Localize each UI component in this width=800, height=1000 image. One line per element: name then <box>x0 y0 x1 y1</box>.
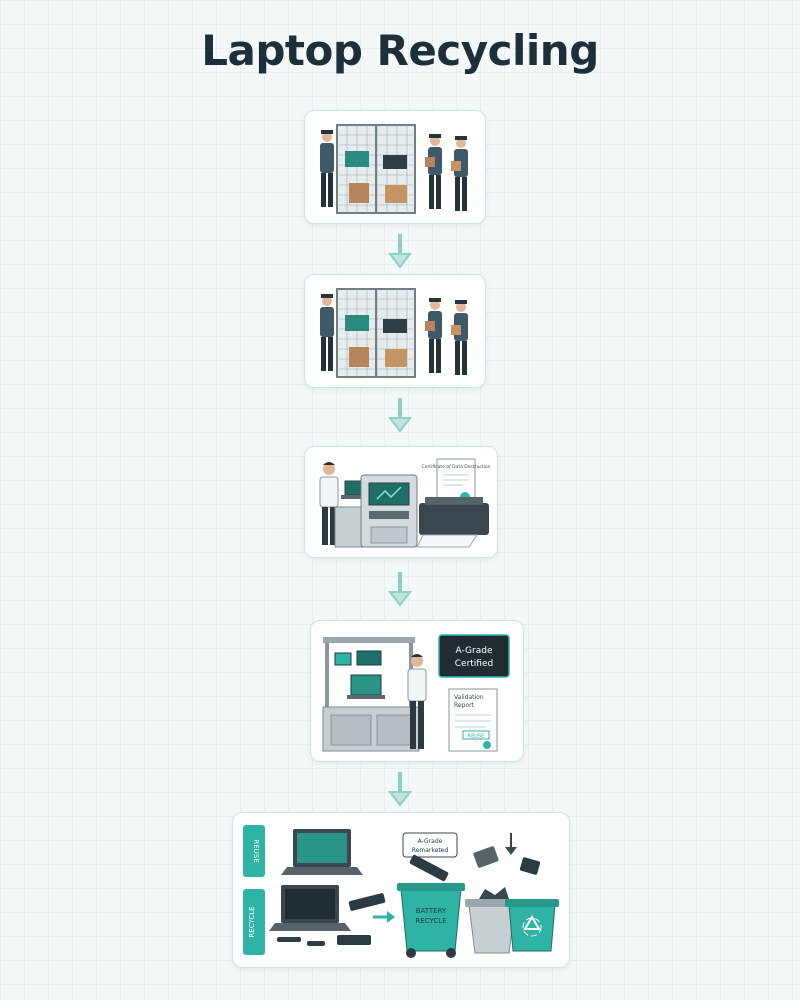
step-3-card: Certificate of Data Destruction <box>304 446 498 558</box>
grade-badge: A-Grade Certified <box>438 634 510 678</box>
security-guard <box>425 134 442 209</box>
validation-report: Validation Report REUSE <box>448 688 498 752</box>
technician <box>319 462 339 545</box>
security-guard <box>320 130 334 207</box>
grade-label-line1: A-Grade <box>418 838 443 845</box>
step-2-card <box>304 274 486 388</box>
technician <box>407 654 427 749</box>
security-guard <box>451 136 468 211</box>
laptop-reuse <box>281 829 363 875</box>
workstation <box>334 474 418 548</box>
reuse-tab: REUSE <box>243 825 265 877</box>
bin-label-line2: RECYCLE <box>415 917 446 925</box>
security-guard <box>425 298 442 373</box>
recycle-icon <box>522 915 542 937</box>
recycling-bin <box>505 857 559 952</box>
battery-recycle-bin: BATTERY RECYCLE <box>397 854 465 958</box>
grade-label: A-Grade Remarketed <box>402 832 458 858</box>
security-cage-illustration <box>320 124 468 214</box>
right-arrow-icon <box>373 911 395 923</box>
flow-arrow-icon <box>387 234 413 269</box>
step-1-card <box>304 110 486 224</box>
grade-badge-line2: Certified <box>455 659 493 669</box>
certificate-label: Certificate of Data Destruction <box>422 464 491 470</box>
flow-arrow-icon <box>387 772 413 807</box>
security-cage-illustration <box>320 288 468 378</box>
page-title: Laptop Recycling <box>201 26 599 75</box>
flow-arrow-icon <box>387 572 413 607</box>
report-title-line1: Validation <box>454 694 484 701</box>
security-guard <box>320 294 334 371</box>
cage <box>336 288 416 378</box>
grade-badge-line1: A-Grade <box>456 646 493 656</box>
reuse-stamp: REUSE <box>468 734 485 740</box>
printer <box>416 497 489 548</box>
reuse-recycle-illustration: REUSE RECYCLE A-Grade Re <box>243 825 559 958</box>
recycle-tab: RECYCLE <box>243 889 265 955</box>
laptop-recycle <box>269 885 351 946</box>
down-arrow-icon <box>505 833 517 855</box>
bin-label-line1: BATTERY <box>416 907 447 915</box>
data-wipe-illustration: Certificate of Data Destruction <box>319 458 491 548</box>
step-5-card: REUSE RECYCLE A-Grade Re <box>232 812 570 968</box>
grading-station-illustration: A-Grade Certified Validation Report REUS… <box>322 634 510 752</box>
grade-label-line2: Remarketed <box>412 847 449 854</box>
parts-bin <box>465 846 519 954</box>
recycle-tab-label: RECYCLE <box>248 906 256 937</box>
grading-station <box>322 637 420 752</box>
report-title-line2: Report <box>454 702 475 709</box>
cage <box>336 124 416 214</box>
security-guard <box>451 300 468 375</box>
flow-arrow-icon <box>387 398 413 433</box>
battery-parts <box>337 893 386 945</box>
step-4-card: A-Grade Certified Validation Report REUS… <box>310 620 524 762</box>
reuse-tab-label: REUSE <box>252 839 260 862</box>
